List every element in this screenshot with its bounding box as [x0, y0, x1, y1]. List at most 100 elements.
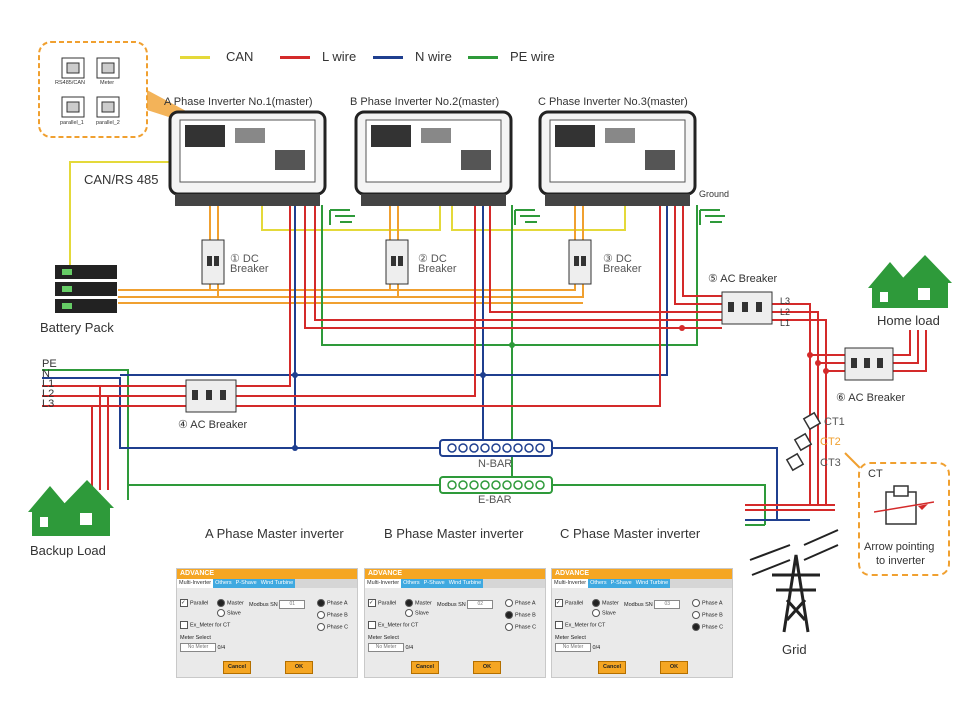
- backup-load-label: Backup Load: [30, 543, 106, 558]
- phase-a-radio[interactable]: [505, 599, 513, 607]
- n-bar-label: N-BAR: [478, 458, 513, 470]
- ct3-label: CT3: [820, 457, 841, 469]
- ac5-l1-label: L1: [780, 318, 791, 328]
- ex-meter-checkbox[interactable]: [555, 621, 563, 629]
- panel-tabs: Multi-Inverter Others P-Shave Wind Turbi…: [177, 579, 357, 588]
- ground-symbols: [329, 209, 725, 225]
- phase-b-row: Phase B: [317, 611, 348, 619]
- tab-multi-inverter[interactable]: Multi-Inverter: [177, 579, 214, 588]
- phase-b-radio[interactable]: [692, 611, 700, 619]
- tab-others[interactable]: Others: [588, 579, 609, 588]
- phase-a-radio[interactable]: [692, 599, 700, 607]
- tab-others[interactable]: Others: [401, 579, 422, 588]
- ex-meter-checkbox[interactable]: [180, 621, 188, 629]
- grid-label: Grid: [782, 642, 807, 657]
- master-radio[interactable]: [592, 599, 600, 607]
- modbus-row: Modbus SN 03: [624, 600, 681, 609]
- legend-l-label: L wire: [322, 49, 357, 64]
- ct-clamp-icon: [874, 485, 934, 525]
- inverter-c: [538, 110, 697, 206]
- master-radio[interactable]: [405, 599, 413, 607]
- ok-button[interactable]: OK: [285, 661, 313, 674]
- phase-b-row: Phase B: [692, 611, 723, 619]
- dc-breaker-2-sub: Breaker: [418, 263, 457, 275]
- cancel-button[interactable]: Cancel: [223, 661, 251, 674]
- parallel-label: Parallel: [378, 600, 397, 607]
- phase-b-row: Phase B: [505, 611, 536, 619]
- ac-breaker-5: [721, 291, 773, 325]
- parallel-label: Parallel: [565, 600, 584, 607]
- meter-select-dropdown[interactable]: No Meter: [555, 643, 591, 652]
- l1-busbar-label: L1: [42, 378, 55, 390]
- meter-select-dropdown[interactable]: No Meter: [180, 643, 216, 652]
- slave-radio[interactable]: [592, 609, 600, 617]
- ct-callout-box: CT Arrow pointing to inverter: [858, 462, 950, 576]
- tab-wind-turbine[interactable]: Wind Turbine: [258, 579, 296, 588]
- tab-p-shave[interactable]: P-Shave: [421, 579, 447, 588]
- parallel-label: Parallel: [190, 600, 209, 607]
- phase-c-radio[interactable]: [317, 623, 325, 631]
- slave-row: Slave: [592, 609, 616, 617]
- phase-c-radio[interactable]: [692, 623, 700, 631]
- tab-p-shave[interactable]: P-Shave: [608, 579, 634, 588]
- panel-a-caption: A Phase Master inverter: [205, 526, 344, 541]
- slave-row: Slave: [217, 609, 241, 617]
- modbus-row: Modbus SN 01: [249, 600, 306, 609]
- ac-breaker-6: [844, 347, 894, 381]
- cancel-button[interactable]: Cancel: [411, 661, 439, 674]
- legend-can-swatch: [180, 56, 210, 59]
- port-label-rs485: RS485/CAN: [55, 80, 85, 86]
- tab-wind-turbine[interactable]: Wind Turbine: [633, 579, 671, 588]
- legend-pe-label: PE wire: [510, 49, 555, 64]
- meter-select-dropdown[interactable]: No Meter: [368, 643, 404, 652]
- inverter-a: [168, 110, 327, 206]
- n-wires: [42, 205, 810, 521]
- phase-b-radio[interactable]: [505, 611, 513, 619]
- master-row: Master: [405, 599, 432, 607]
- ac-breaker-5-label: ⑤ AC Breaker: [708, 273, 778, 285]
- ex-meter-checkbox[interactable]: [368, 621, 376, 629]
- tab-wind-turbine[interactable]: Wind Turbine: [446, 579, 484, 588]
- ok-button[interactable]: OK: [473, 661, 501, 674]
- meter-count: 0/4: [592, 644, 601, 651]
- modbus-input[interactable]: 01: [279, 600, 306, 609]
- tab-p-shave[interactable]: P-Shave: [233, 579, 259, 588]
- phase-a-label: Phase A: [702, 600, 723, 607]
- phase-a-row: Phase A: [317, 599, 348, 607]
- phase-c-radio[interactable]: [505, 623, 513, 631]
- parallel-checkbox[interactable]: ✓: [368, 599, 376, 607]
- master-radio[interactable]: [217, 599, 225, 607]
- legend-can-label: CAN: [226, 49, 254, 64]
- parallel-checkbox[interactable]: ✓: [555, 599, 563, 607]
- legend-n-label: N wire: [415, 49, 452, 64]
- phase-a-radio[interactable]: [317, 599, 325, 607]
- ac5-l3-label: L3: [780, 296, 791, 306]
- tab-others[interactable]: Others: [213, 579, 234, 588]
- modbus-input[interactable]: 03: [654, 600, 681, 609]
- ct-clamps: [785, 411, 822, 472]
- panel-tabs: Multi-Inverter Others P-Shave Wind Turbi…: [552, 579, 732, 588]
- settings-panel-b: ADVANCE Multi-Inverter Others P-Shave Wi…: [364, 568, 546, 678]
- cancel-button[interactable]: Cancel: [598, 661, 626, 674]
- modbus-label: Modbus SN: [437, 601, 466, 608]
- dc-breaker-1-label: ① DC: [230, 253, 259, 265]
- e-bar: [439, 476, 553, 494]
- master-label: Master: [415, 600, 432, 607]
- phase-b-radio[interactable]: [317, 611, 325, 619]
- port-callout-box: [38, 41, 148, 138]
- phase-c-label: Phase C: [702, 624, 724, 631]
- tab-multi-inverter[interactable]: Multi-Inverter: [365, 579, 402, 588]
- meter-count: 0/4: [217, 644, 226, 651]
- parallel-checkbox[interactable]: ✓: [180, 599, 188, 607]
- slave-radio[interactable]: [405, 609, 413, 617]
- home-load-label: Home load: [877, 313, 940, 328]
- pe-busbar-label: PE: [42, 358, 57, 370]
- tab-multi-inverter[interactable]: Multi-Inverter: [552, 579, 589, 588]
- ok-button[interactable]: OK: [660, 661, 688, 674]
- master-row: Master: [592, 599, 619, 607]
- slave-radio[interactable]: [217, 609, 225, 617]
- legend-pe-swatch: [468, 56, 498, 59]
- phase-c-row: Phase C: [505, 623, 536, 631]
- port-label-parallel-2: parallel_2: [96, 120, 120, 126]
- modbus-input[interactable]: 02: [467, 600, 494, 609]
